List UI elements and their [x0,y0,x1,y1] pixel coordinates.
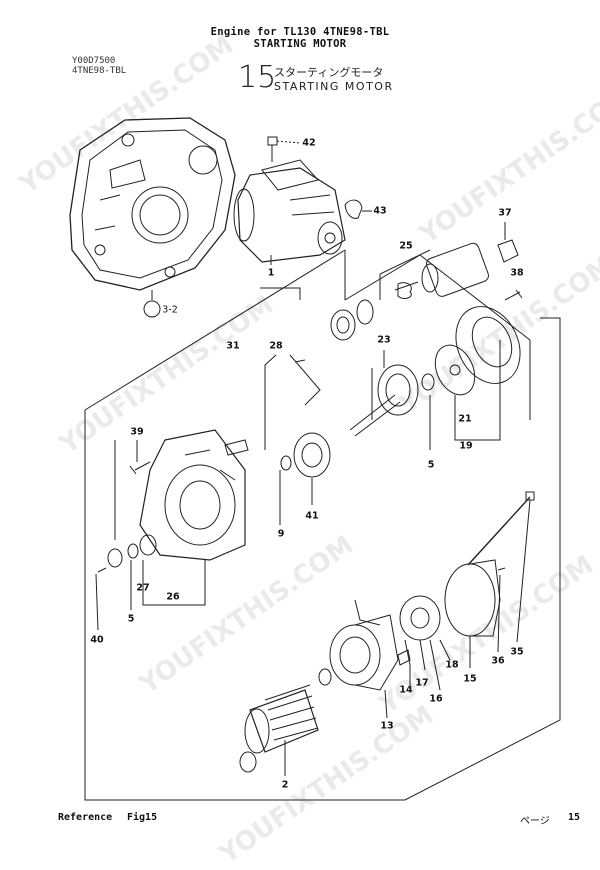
part-number-5: 5 [427,459,435,471]
part-number-25: 25 [399,240,413,252]
part-number-41: 41 [305,510,319,522]
part-number-21: 21 [458,413,472,425]
part-number-42: 42 [302,137,316,149]
pinion-41-drawing [279,432,331,525]
ref-label: 3-2 [162,304,178,316]
part-number-2: 2 [281,779,289,791]
part-number-16: 16 [429,693,443,705]
part-number-15: 15 [463,673,477,685]
part-number-27: 27 [136,582,150,594]
cap-43-drawing [344,199,363,219]
armature-2-drawing [239,684,319,776]
flywheel-housing-drawing [69,117,236,291]
field-coil-13-drawing [329,614,411,719]
figure-title-en: STARTING MOTOR [274,80,394,93]
footer-page-number: 15 [568,812,581,823]
part-number-35: 35 [510,646,524,658]
part-number-14: 14 [399,684,413,696]
brush-holder-drawing [354,595,451,691]
part-number-19: 19 [459,440,473,452]
part-number-5: 5 [127,613,135,625]
part-number-1: 1 [267,267,275,279]
part-number-9: 9 [277,528,285,540]
part-number-13: 13 [380,720,394,732]
engine-code: 4TNE98-TBL [72,66,127,76]
part-number-31: 31 [226,340,240,352]
part-number-17: 17 [415,677,429,689]
figure-number: 15 [238,60,277,95]
planetary-gear-drawing [349,350,435,450]
footer-page-label: ページ [520,816,550,827]
catalog-code: Y00D7500 [72,56,116,66]
bolt-42-drawing [267,136,301,162]
part-number-36: 36 [491,655,505,667]
footer-reference: Reference [58,812,113,823]
lever-28-drawing [289,354,321,406]
part-number-39: 39 [130,426,144,438]
exploded-parts-diagram [69,117,561,801]
solenoid-drawing [330,242,489,341]
through-bolt-35-drawing [467,496,531,566]
bolt-39-drawing [129,461,151,475]
part-number-37: 37 [498,207,512,219]
header-engine-line: Engine for TL130 4TNE98-TBL [210,26,390,38]
part-number-28: 28 [269,340,283,352]
rubber-37-drawing [497,239,519,263]
part-number-40: 40 [90,634,104,646]
part-number-43: 43 [373,205,387,217]
part-number-23: 23 [377,334,391,346]
starter-assembly-drawing [233,159,346,263]
figure-title-jp: スターティングモータ [274,66,384,79]
part-number-18: 18 [445,659,459,671]
yoke-15-drawing [444,559,501,668]
footer-fig: Fig15 [127,812,158,823]
part-number-38: 38 [510,267,524,279]
part-number-26: 26 [166,591,180,603]
header-title: STARTING MOTOR [253,38,347,50]
end-cover-drawing [434,306,521,441]
gear-case-drawing [139,429,249,561]
